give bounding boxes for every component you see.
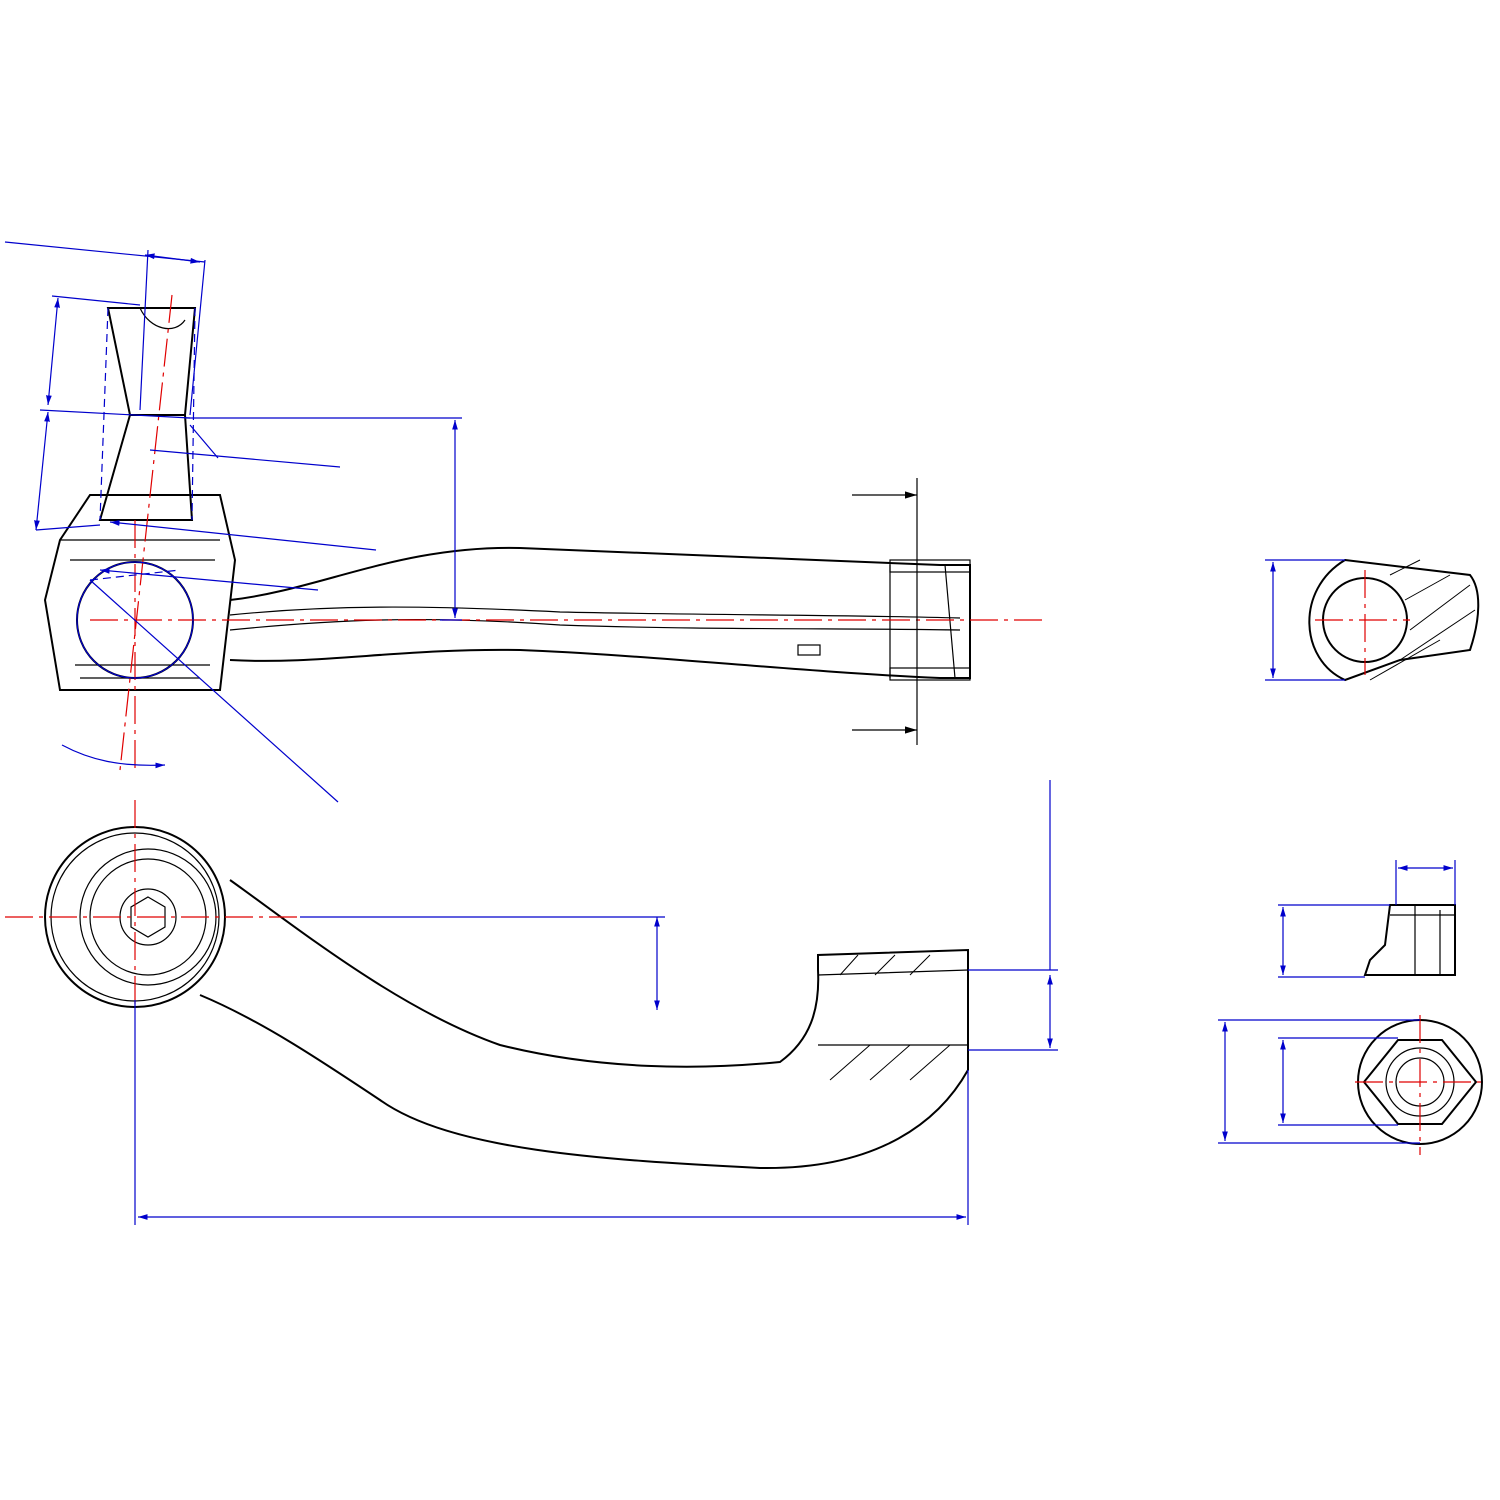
logo-mark <box>797 644 821 656</box>
top-view <box>5 780 1058 1225</box>
nut-top-view <box>1218 1015 1485 1155</box>
side-view <box>4 241 1045 803</box>
end-section-view <box>1265 558 1480 682</box>
hex-socket-icon <box>130 896 166 938</box>
nut-side-view <box>1278 860 1456 978</box>
